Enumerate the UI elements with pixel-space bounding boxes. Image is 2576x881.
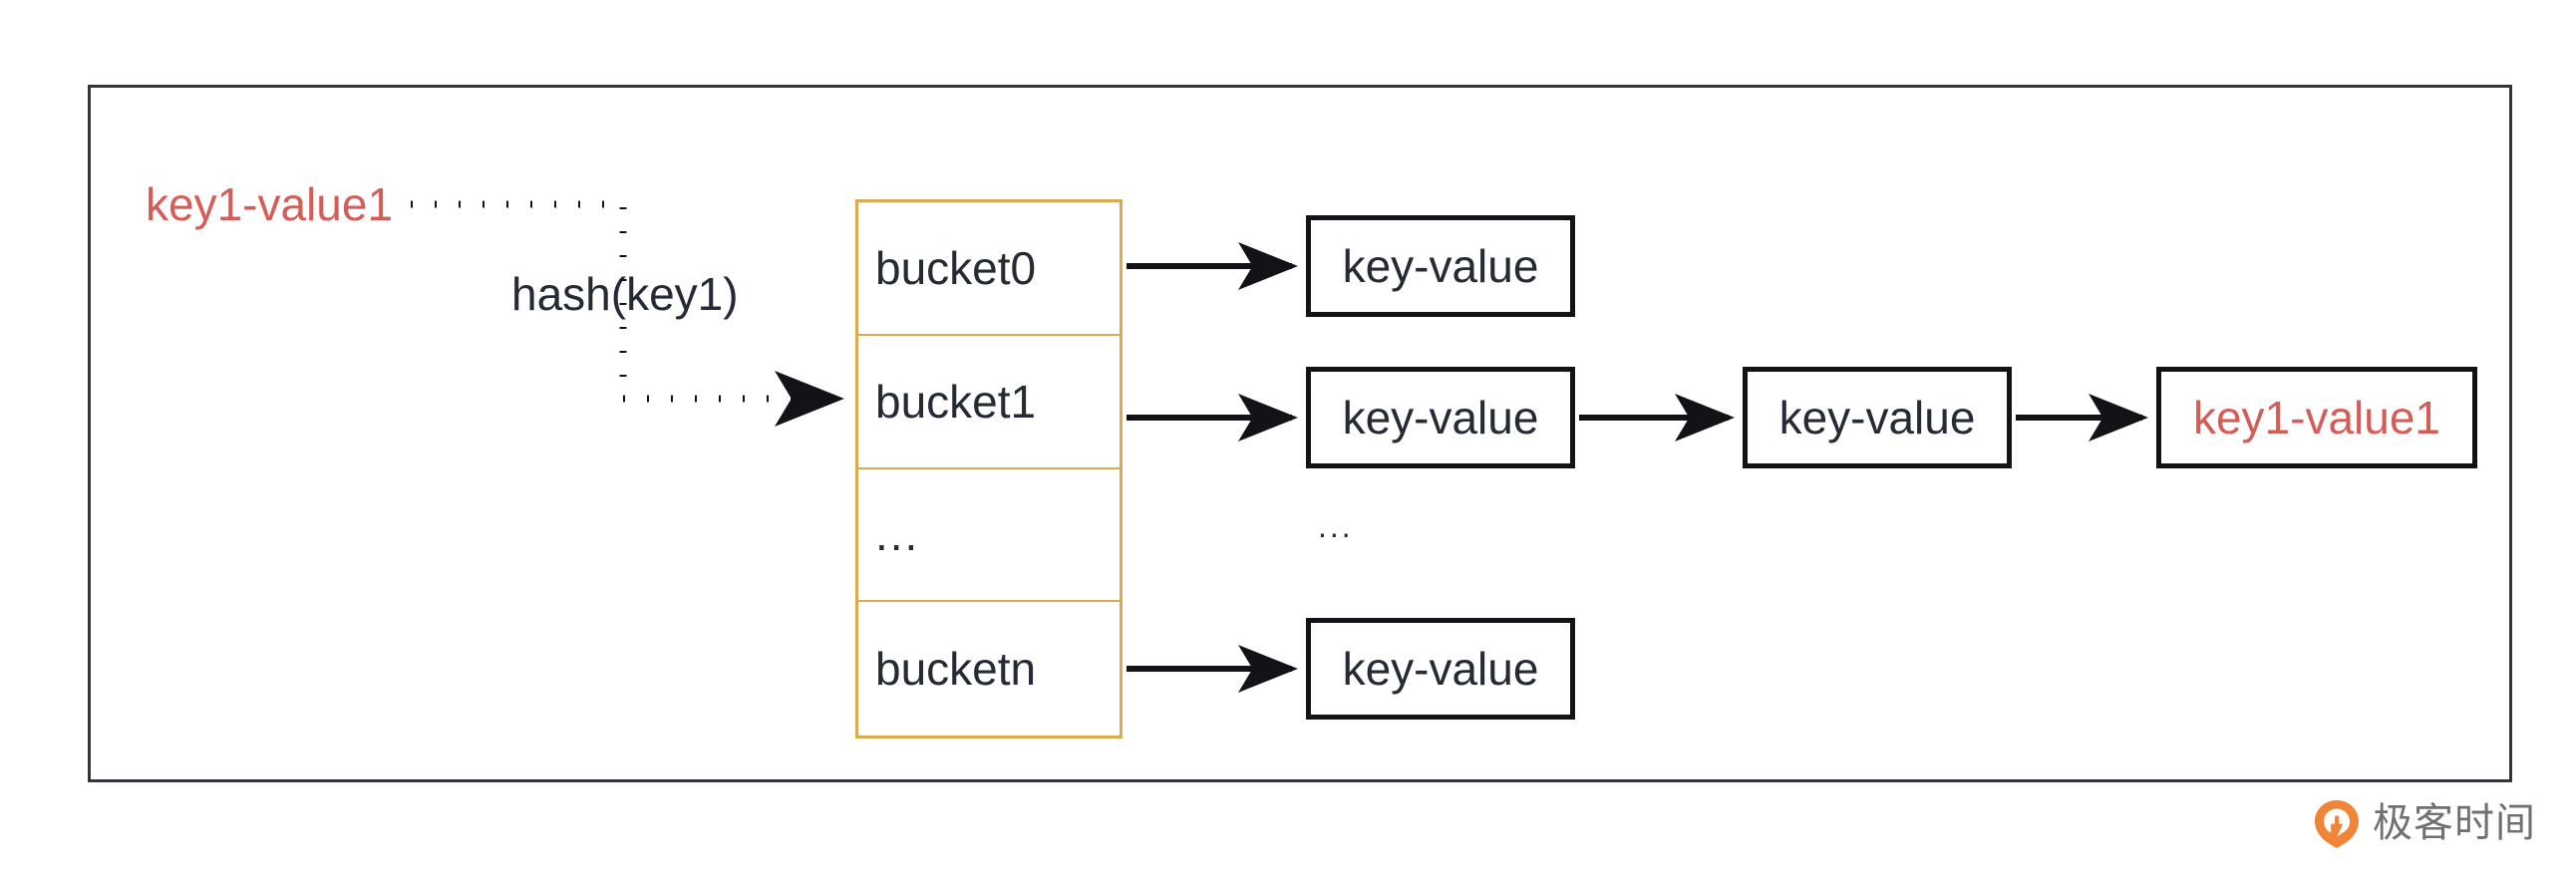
key-value-node-label: key-value — [1342, 643, 1539, 695]
diagram-frame — [88, 85, 2512, 782]
bucket-row[interactable]: bucket0 — [858, 202, 1120, 336]
key-value-node[interactable]: key-value — [1306, 618, 1575, 720]
key-value-node[interactable]: key-value — [1306, 367, 1575, 468]
bucket-array-table: bucket0 bucket1 ... bucketn — [855, 199, 1123, 738]
key-value-node[interactable]: key-value — [1306, 215, 1575, 317]
key-value-node[interactable]: key-value — [1743, 367, 2012, 468]
key-value-node-label: key-value — [1342, 392, 1539, 443]
bucket-label: bucket0 — [875, 241, 1037, 294]
chain-ellipsis-label: ... — [1318, 508, 1354, 544]
bucket-label: bucketn — [875, 643, 1037, 696]
watermark-label: 极客时间 — [2373, 800, 2536, 846]
bucket-row[interactable]: bucket1 — [858, 336, 1120, 469]
bucket-row[interactable]: ... — [858, 469, 1120, 603]
watermark: 极客时间 — [2311, 797, 2536, 849]
geektime-logo-icon — [2315, 800, 2359, 848]
source-key-value-label: key1-value1 — [146, 178, 394, 230]
key-value-node-label: key-value — [1342, 240, 1539, 292]
bucket-row[interactable]: bucketn — [858, 602, 1120, 735]
key-value-node-label: key1-value1 — [2192, 392, 2441, 443]
key-value-node-highlighted[interactable]: key1-value1 — [2156, 367, 2477, 468]
hash-function-label: hash(key1) — [511, 268, 739, 320]
bucket-label: ... — [875, 508, 920, 561]
key-value-node-label: key-value — [1778, 392, 1976, 443]
bucket-label: bucket1 — [875, 375, 1037, 428]
